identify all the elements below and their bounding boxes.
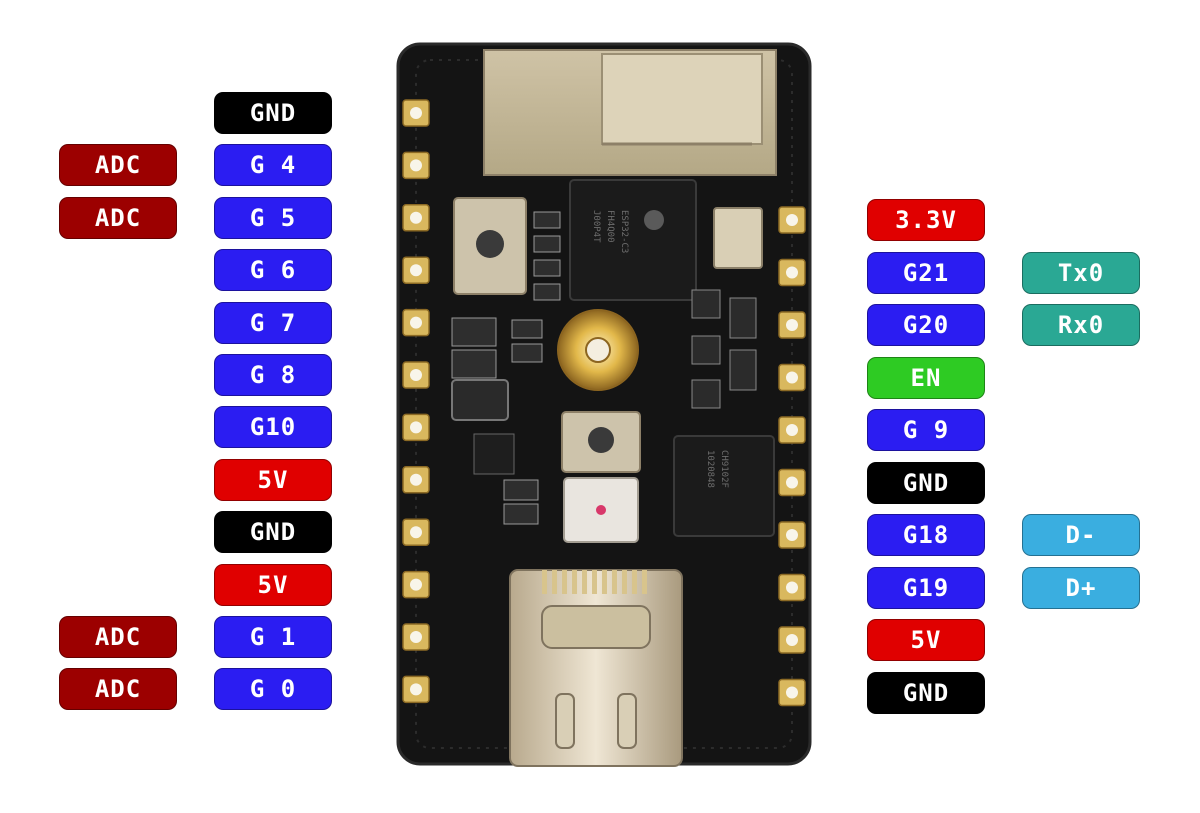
left-header-pad-hole bbox=[410, 316, 422, 329]
right-pin-label-g20-text: G20 bbox=[902, 311, 950, 339]
left-header-pad-hole bbox=[410, 683, 422, 696]
right-alt-label-d: D+ bbox=[1022, 566, 1140, 609]
esp32-chip bbox=[569, 179, 697, 301]
left-alt-label-adc: ADC bbox=[59, 616, 177, 658]
right-pin-label-gnd: GND bbox=[867, 671, 985, 714]
left-header-pad-hole bbox=[410, 421, 422, 434]
right-pin-label-g20: G20 bbox=[867, 304, 985, 346]
right-pin-label-g-9: G 9 bbox=[867, 409, 985, 451]
right-header-pad-hole bbox=[786, 424, 798, 436]
left-pin-label-5v-text: 5V bbox=[257, 570, 289, 599]
left-header-pad-hole bbox=[410, 264, 422, 277]
left-pin-label-g-5: G 5 bbox=[214, 196, 332, 239]
rgb-led bbox=[563, 477, 639, 543]
right-alt-label-rx0: Rx0 bbox=[1022, 304, 1140, 346]
left-header-pad-hole bbox=[410, 159, 422, 172]
left-pin-label-g-1-text: G 1 bbox=[249, 623, 297, 651]
right-alt-label-d: D- bbox=[1022, 514, 1140, 556]
right-pin-label-3-3v-text: 3.3V bbox=[895, 206, 957, 234]
usb-bridge-chip bbox=[673, 435, 775, 537]
svg-text:ESP32-C3: ESP32-C3 bbox=[619, 210, 629, 253]
reset-button bbox=[453, 197, 527, 295]
right-pin-label-5v-text: 5V bbox=[910, 626, 942, 654]
right-header-pad-hole bbox=[786, 529, 798, 541]
left-header-pad-hole bbox=[410, 578, 422, 591]
left-header-pad-hole bbox=[410, 369, 422, 381]
svg-text:FH4Q00: FH4Q00 bbox=[605, 210, 615, 243]
right-alt-label-d-text: D- bbox=[1065, 521, 1097, 549]
right-pin-label-gnd-text: GND bbox=[902, 468, 950, 497]
left-header-pad-hole bbox=[410, 107, 422, 119]
left-pin-label-g-4: G 4 bbox=[214, 144, 332, 187]
left-alt-label-adc: ADC bbox=[59, 144, 177, 187]
svg-text:CH9102F: CH9102F bbox=[719, 450, 729, 488]
right-header-pad-hole bbox=[786, 214, 798, 226]
right-alt-label-tx0-text: Tx0 bbox=[1057, 258, 1105, 287]
left-pin-label-5v: 5V bbox=[214, 458, 332, 501]
right-pin-label-gnd-text: GND bbox=[902, 678, 950, 707]
left-pin-label-g-6-text: G 6 bbox=[249, 256, 297, 285]
right-pin-label-g21-text: G21 bbox=[902, 258, 950, 287]
left-pin-label-g10: G10 bbox=[214, 406, 332, 449]
left-alt-label-adc-text: ADC bbox=[94, 623, 142, 651]
left-alt-label-adc: ADC bbox=[59, 668, 177, 711]
right-alt-label-tx0: Tx0 bbox=[1022, 251, 1140, 294]
left-header-pad-hole bbox=[410, 526, 422, 539]
left-pin-label-5v: 5V bbox=[214, 563, 332, 606]
right-pin-label-g-9-text: G 9 bbox=[902, 416, 950, 444]
left-alt-label-adc-text: ADC bbox=[94, 675, 142, 704]
usb-c-connector bbox=[509, 569, 683, 767]
left-pin-label-g-7-text: G 7 bbox=[249, 308, 297, 337]
right-header-pad-hole bbox=[786, 581, 798, 594]
svg-text:J00P4T: J00P4T bbox=[591, 210, 601, 243]
right-pin-label-3-3v: 3.3V bbox=[867, 199, 985, 241]
left-pin-label-g-4-text: G 4 bbox=[249, 151, 297, 180]
right-pin-label-g19-text: G19 bbox=[902, 573, 950, 602]
left-header-pad-hole bbox=[410, 631, 422, 643]
left-header-pad-hole bbox=[410, 473, 422, 486]
left-header-pad-hole bbox=[410, 211, 422, 224]
left-alt-label-adc-text: ADC bbox=[94, 203, 142, 232]
right-header-pad-hole bbox=[786, 371, 798, 384]
left-pin-label-g10-text: G10 bbox=[249, 413, 297, 442]
boot-button bbox=[561, 411, 641, 473]
right-pin-label-en-text: EN bbox=[910, 363, 942, 392]
left-pin-label-g-8-text: G 8 bbox=[249, 361, 297, 389]
left-pin-label-g-0: G 0 bbox=[214, 668, 332, 711]
right-header-pad-hole bbox=[786, 266, 798, 279]
left-pin-label-g-5-text: G 5 bbox=[249, 203, 297, 232]
left-pin-label-g-8: G 8 bbox=[214, 354, 332, 396]
left-pin-label-g-1: G 1 bbox=[214, 616, 332, 658]
right-pin-label-g19: G19 bbox=[867, 566, 985, 609]
right-header-pad-hole bbox=[786, 476, 798, 489]
left-pin-label-gnd: GND bbox=[214, 92, 332, 134]
right-header-pad-hole bbox=[786, 686, 798, 699]
left-pin-label-g-6: G 6 bbox=[214, 249, 332, 292]
left-pin-label-gnd-text: GND bbox=[249, 99, 297, 127]
left-alt-label-adc-text: ADC bbox=[94, 151, 142, 180]
right-pin-label-g21: G21 bbox=[867, 251, 985, 294]
right-pin-label-5v: 5V bbox=[867, 619, 985, 661]
right-header-pad-hole bbox=[786, 319, 798, 331]
left-alt-label-adc: ADC bbox=[59, 196, 177, 239]
left-pin-label-gnd-text: GND bbox=[249, 518, 297, 547]
mounting-hole bbox=[557, 309, 639, 391]
left-pin-label-g-7: G 7 bbox=[214, 301, 332, 344]
esp32-c3-board: ESP32-C3 FH4Q00 J00P4T bbox=[396, 42, 812, 767]
right-alt-label-d-text: D+ bbox=[1065, 573, 1097, 602]
right-pin-label-gnd: GND bbox=[867, 461, 985, 504]
right-header-pad-hole bbox=[786, 634, 798, 646]
left-pin-label-g-0-text: G 0 bbox=[249, 675, 297, 704]
right-pin-label-en: EN bbox=[867, 356, 985, 399]
right-pin-label-g18: G18 bbox=[867, 514, 985, 556]
left-pin-label-5v-text: 5V bbox=[257, 465, 289, 494]
right-alt-label-rx0-text: Rx0 bbox=[1057, 311, 1105, 339]
left-pin-label-gnd: GND bbox=[214, 511, 332, 554]
svg-text:1020848: 1020848 bbox=[705, 450, 715, 488]
right-pin-label-g18-text: G18 bbox=[902, 521, 950, 549]
